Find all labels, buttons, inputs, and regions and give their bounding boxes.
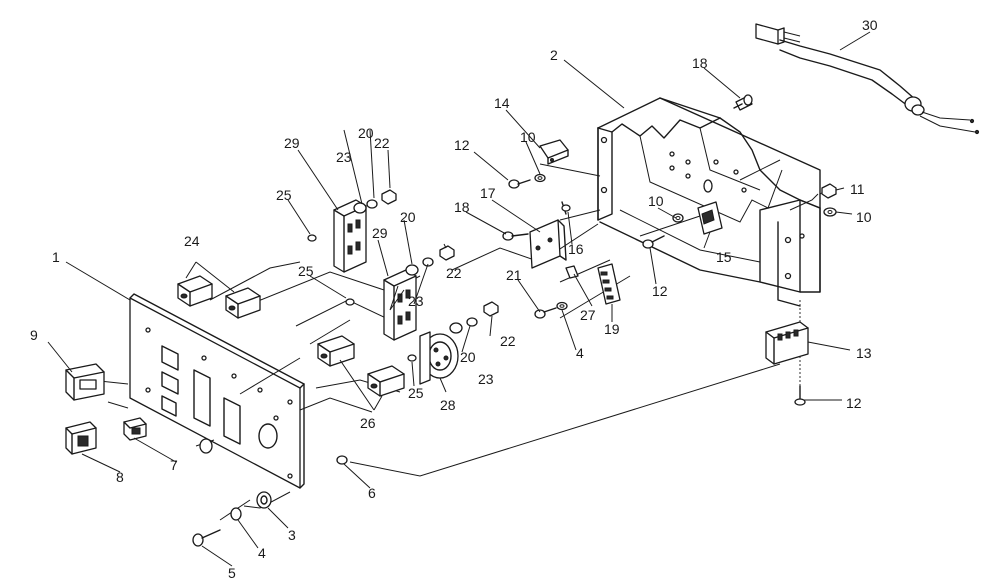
label-12a: 12 <box>454 137 470 153</box>
screw-12-mid <box>642 213 684 249</box>
relay-14 <box>539 139 569 165</box>
label-25c: 25 <box>408 385 424 401</box>
label-25b: 25 <box>298 263 314 279</box>
label-18b: 18 <box>454 199 470 215</box>
terminal-block-13 <box>765 321 809 365</box>
cable-harness <box>755 23 980 135</box>
label-3: 3 <box>288 527 296 543</box>
label-11: 11 <box>850 181 865 197</box>
screw-18-top <box>733 94 753 111</box>
label-8: 8 <box>116 469 124 485</box>
hardware-20-22-23 <box>353 189 499 334</box>
label-30: 30 <box>862 17 878 33</box>
switch-15 <box>697 201 723 235</box>
label-23b: 23 <box>408 293 424 309</box>
label-10c: 10 <box>856 209 872 225</box>
label-22a: 22 <box>374 135 390 151</box>
front-panel <box>129 293 305 489</box>
label-24: 24 <box>184 233 200 249</box>
label-21: 21 <box>506 267 522 283</box>
label-20c: 20 <box>460 349 476 365</box>
breakers-26 <box>317 335 405 397</box>
clip-27 <box>565 265 579 279</box>
screw-21 <box>534 301 568 319</box>
label-23a: 23 <box>336 149 352 165</box>
hardware-3-4-5-6 <box>192 438 348 547</box>
breakers-24 <box>177 275 261 319</box>
label-29b: 29 <box>372 225 388 241</box>
label-22b: 22 <box>446 265 462 281</box>
switch-8 <box>65 421 97 455</box>
label-12c: 12 <box>846 395 862 411</box>
hour-meter-9 <box>65 363 105 401</box>
label-23c: 23 <box>478 371 494 387</box>
label-26: 26 <box>360 415 376 431</box>
label-22c: 22 <box>500 333 516 349</box>
label-10b: 10 <box>648 193 664 209</box>
label-4a: 4 <box>576 345 584 361</box>
bridge-rectifier-17 <box>529 201 571 269</box>
label-20a: 20 <box>358 125 374 141</box>
terminal-strip-19 <box>597 263 621 305</box>
label-16: 16 <box>568 241 584 257</box>
label-28: 28 <box>440 397 456 413</box>
label-27: 27 <box>580 307 596 323</box>
label-29a: 29 <box>284 135 300 151</box>
screw-12-upper <box>508 173 546 189</box>
callout-labels: 1 2 3 4 4 5 6 7 8 9 10 10 10 11 12 12 12… <box>30 17 878 581</box>
label-7: 7 <box>170 457 178 473</box>
label-9: 9 <box>30 327 38 343</box>
label-13: 13 <box>856 345 872 361</box>
label-10a: 10 <box>520 129 536 145</box>
switch-7 <box>123 417 147 441</box>
screw-18-left <box>502 231 529 241</box>
label-20b: 20 <box>400 209 416 225</box>
washers-25 <box>307 234 417 362</box>
nut-11 <box>821 183 837 217</box>
label-19: 19 <box>604 321 620 337</box>
label-25a: 25 <box>276 187 292 203</box>
label-6: 6 <box>368 485 376 501</box>
label-14: 14 <box>494 95 510 111</box>
receptacle-29-upper <box>333 199 367 273</box>
label-18a: 18 <box>692 55 708 71</box>
label-4b: 4 <box>258 545 266 561</box>
label-1: 1 <box>52 249 60 265</box>
control-box-housing <box>597 97 821 307</box>
label-2: 2 <box>550 47 558 63</box>
leader-lines <box>47 31 871 567</box>
label-5: 5 <box>228 565 236 581</box>
label-17: 17 <box>480 185 496 201</box>
screw-12-bottom <box>794 385 806 406</box>
label-15: 15 <box>716 249 732 265</box>
receptacle-28 <box>419 331 459 385</box>
label-12b: 12 <box>652 283 668 299</box>
